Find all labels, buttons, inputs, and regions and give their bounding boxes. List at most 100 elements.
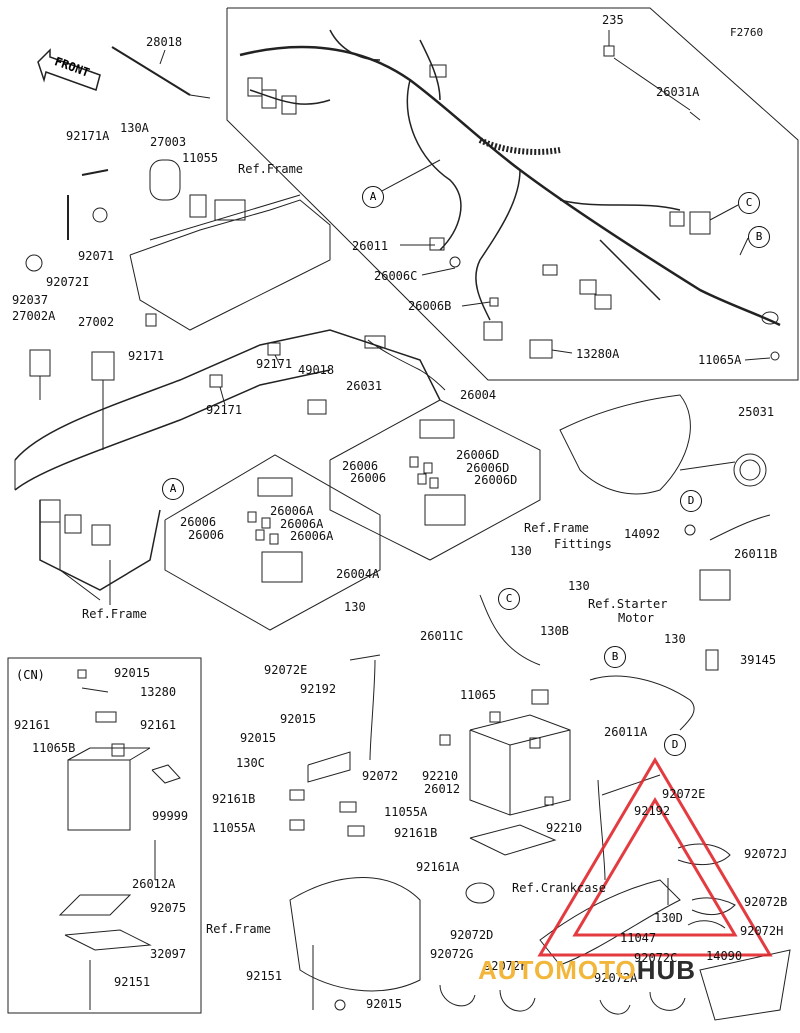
watermark-brand: AUTOMOTOHUB bbox=[478, 955, 696, 986]
ref-label: Ref.Starter bbox=[588, 597, 668, 611]
part-label: 99999 bbox=[152, 809, 189, 823]
part-label: 92075 bbox=[150, 901, 187, 915]
connector bbox=[542, 264, 558, 276]
part-label: 92210 bbox=[422, 769, 459, 783]
part-label: 92072F bbox=[484, 959, 528, 973]
connector bbox=[429, 64, 447, 78]
connector bbox=[281, 95, 297, 115]
part-label: 92072C bbox=[634, 951, 678, 965]
part-label: 26006D bbox=[456, 448, 500, 462]
watermark-triangle bbox=[537, 757, 773, 957]
ref-label: Ref.Frame bbox=[206, 922, 272, 936]
part-label: 130B bbox=[540, 624, 569, 638]
part-label: 26012A bbox=[132, 877, 176, 891]
part-label: 92015 bbox=[114, 666, 151, 680]
part-label: 92072I bbox=[46, 275, 90, 289]
part-label: 26031 bbox=[346, 379, 383, 393]
ref-label: Motor bbox=[618, 611, 655, 625]
part-label: 92072 bbox=[362, 769, 399, 783]
part-label: 92192 bbox=[634, 804, 671, 818]
part-label: 92210 bbox=[546, 821, 583, 835]
part-label: 26006 bbox=[188, 528, 225, 542]
connector bbox=[669, 211, 685, 227]
part-label: 26031A bbox=[656, 85, 700, 99]
part-label: 92072D bbox=[450, 928, 494, 942]
part-label: 26006A bbox=[270, 504, 314, 518]
part-label: 27002 bbox=[78, 315, 115, 329]
part-label: 92037 bbox=[12, 293, 49, 307]
ref-label: Fittings bbox=[554, 537, 612, 551]
part-label: 92161A bbox=[416, 860, 460, 874]
connector bbox=[761, 311, 779, 325]
part-label: 26006B bbox=[408, 299, 452, 313]
part-label: 39145 bbox=[740, 653, 777, 667]
part-label: 13280 bbox=[140, 685, 177, 699]
part-label: 92161B bbox=[212, 792, 256, 806]
callout-c: C bbox=[738, 192, 760, 214]
connector bbox=[483, 321, 503, 341]
part-label: 26012 bbox=[424, 782, 461, 796]
part-label: 92072G bbox=[430, 947, 474, 961]
harness-panel-outline bbox=[226, 7, 799, 381]
part-label: 92151 bbox=[246, 969, 283, 983]
figure-code: F2760 bbox=[730, 26, 764, 39]
part-label: 92072B bbox=[744, 895, 788, 909]
part-label: 11055 bbox=[182, 151, 219, 165]
part-label: 130C bbox=[236, 756, 265, 770]
part-label: 92072H bbox=[740, 924, 784, 938]
part-label: 130 bbox=[344, 600, 366, 614]
part-label: 92015 bbox=[280, 712, 317, 726]
callout-d: D bbox=[680, 490, 702, 512]
front-arrow-icon bbox=[37, 48, 101, 91]
part-label: 26011B bbox=[734, 547, 778, 561]
part-label: 11065A bbox=[698, 353, 742, 367]
part-label: 26006 bbox=[342, 459, 379, 473]
part-label: 11055A bbox=[384, 805, 428, 819]
front-label: FRONT bbox=[52, 54, 92, 80]
part-label: 11055A bbox=[212, 821, 256, 835]
cn-label: (CN) bbox=[16, 668, 45, 682]
part-label: 92015 bbox=[366, 997, 403, 1011]
part-label: 92015 bbox=[240, 731, 277, 745]
part-label: 26006C bbox=[374, 269, 418, 283]
part-label: 26006A bbox=[280, 517, 324, 531]
part-label: 11065 bbox=[460, 688, 497, 702]
part-label: 92161B bbox=[394, 826, 438, 840]
part-label: 26011C bbox=[420, 629, 464, 643]
part-label: 92151 bbox=[114, 975, 151, 989]
part-label: 92171 bbox=[128, 349, 165, 363]
part-label: 11047 bbox=[620, 931, 657, 945]
ref-label: Ref.Frame bbox=[524, 521, 590, 535]
part-label: 27002A bbox=[12, 309, 56, 323]
part-label: 25031 bbox=[738, 405, 775, 419]
part-label: 26006 bbox=[180, 515, 217, 529]
part-label: 28018 bbox=[146, 35, 183, 49]
part-label: 26006A bbox=[290, 529, 334, 543]
harness-corrugated-tube bbox=[478, 137, 561, 155]
callout-d: D bbox=[664, 734, 686, 756]
part-label: 13280A bbox=[576, 347, 620, 361]
part-label: 92171A bbox=[66, 129, 110, 143]
part-label: 92161 bbox=[140, 718, 177, 732]
callout-b: B bbox=[604, 646, 626, 668]
connector bbox=[261, 89, 277, 109]
part-label: 14092 bbox=[624, 527, 661, 541]
front-indicator: FRONT bbox=[40, 52, 102, 86]
part-label: 49018 bbox=[298, 363, 335, 377]
part-label: 27003 bbox=[150, 135, 187, 149]
part-label: 92171 bbox=[206, 403, 243, 417]
callout-a: A bbox=[162, 478, 184, 500]
connector bbox=[247, 77, 263, 97]
part-label: 130A bbox=[120, 121, 149, 135]
part-label: 26004 bbox=[460, 388, 497, 402]
terminal bbox=[770, 351, 780, 361]
watermark-part1: AUTOMOTO bbox=[478, 955, 637, 985]
part-label: 26004A bbox=[336, 567, 380, 581]
part-label: 26011 bbox=[352, 239, 389, 253]
part-label: 11065B bbox=[32, 741, 76, 755]
part-label: 92072J bbox=[744, 847, 788, 861]
connector bbox=[579, 279, 597, 295]
watermark-part2: HUB bbox=[636, 955, 697, 985]
part-label: 26006D bbox=[466, 461, 510, 475]
